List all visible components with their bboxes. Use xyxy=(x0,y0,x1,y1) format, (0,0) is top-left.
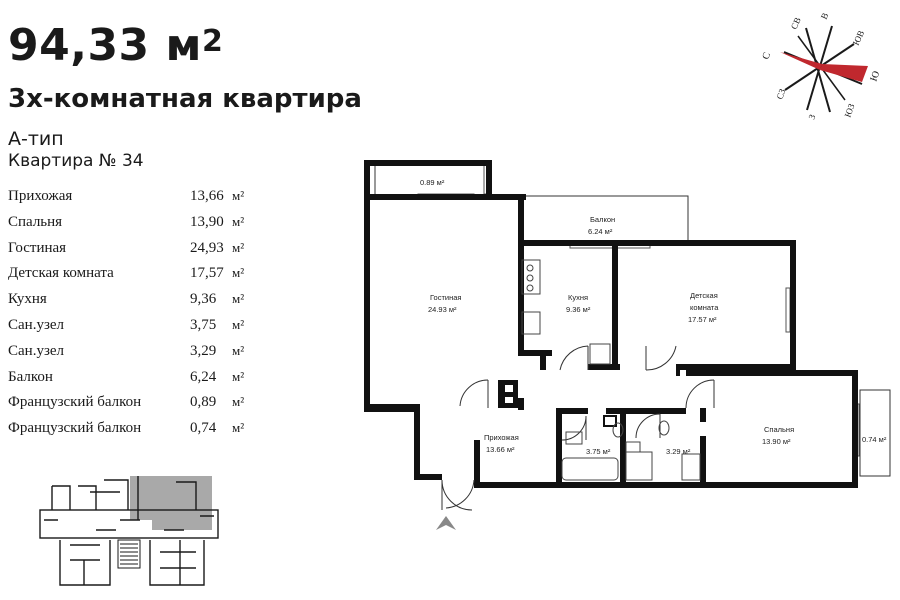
room-name: Детская комната xyxy=(8,265,114,282)
kitchen-fixtures xyxy=(521,259,611,365)
label-bedroom-area: 13.90 м² xyxy=(762,437,791,446)
room-row: Прихожая 13,66 м² xyxy=(8,188,268,214)
room-unit: м² xyxy=(232,342,245,358)
label-kids-name-2: комната xyxy=(690,303,719,312)
room-row: Французский балкон 0,89 м² xyxy=(8,394,268,420)
room-area: 24,93 xyxy=(190,239,224,256)
room-unit: м² xyxy=(232,239,245,255)
room-unit: м² xyxy=(232,213,245,229)
room-row: Сан.узел 3,75 м² xyxy=(8,317,268,343)
label-kitchen-area: 9.36 м² xyxy=(566,305,591,314)
room-unit: м² xyxy=(232,265,245,281)
room-area: 0,89 xyxy=(190,394,217,411)
entrance-arrow-icon xyxy=(436,516,456,530)
room-row: Кухня 9,36 м² xyxy=(8,291,268,317)
label-french-balcony-2: 0.74 м² xyxy=(862,435,887,444)
room-unit: м² xyxy=(232,316,245,332)
apartment-area-title: 94,33 м2 xyxy=(8,18,223,74)
room-name: Французский балкон xyxy=(8,420,142,437)
room-name: Балкон xyxy=(8,368,53,385)
room-row: Спальня 13,90 м² xyxy=(8,214,268,240)
french-balcony-2-outline xyxy=(859,389,891,477)
room-area-list: Прихожая 13,66 м² Спальня 13,90 м² Гостиная 2… xyxy=(8,188,268,446)
label-french-balcony-1: 0.89 м² xyxy=(420,178,445,187)
room-name: Прихожая xyxy=(8,188,73,204)
room-name: Спальня xyxy=(8,213,63,230)
room-name: Сан.узел xyxy=(8,316,65,333)
room-area: 3,29 xyxy=(190,342,217,359)
label-kids-name-1: Детская xyxy=(690,291,718,300)
room-area: 13,66 xyxy=(190,188,224,204)
room-area: 3,75 xyxy=(190,316,217,333)
room-area: 9,36 xyxy=(190,291,217,308)
label-bedroom-name: Спальня xyxy=(764,425,794,434)
room-unit: м² xyxy=(232,368,245,384)
label-balcony-area: 6.24 м² xyxy=(588,227,613,236)
room-unit: м² xyxy=(232,394,245,410)
room-row: Детская комната 17,57 м² xyxy=(8,265,268,291)
label-hall-name: Прихожая xyxy=(484,433,519,442)
room-name: Кухня xyxy=(8,291,47,308)
room-name: Французский балкон xyxy=(8,394,142,411)
room-name: Сан.узел xyxy=(8,342,65,359)
room-row: Балкон 6,24 м² xyxy=(8,369,268,395)
apartment-type: 3х-комнатная квартира xyxy=(8,84,362,114)
room-area: 6,24 xyxy=(190,368,217,385)
room-unit: м² xyxy=(232,188,245,203)
area-unit-superscript: 2 xyxy=(201,24,224,59)
bathroom-fixtures xyxy=(561,420,701,481)
label-hall-area: 13.66 м² xyxy=(486,445,515,454)
room-area: 13,90 xyxy=(190,213,224,230)
label-living-name: Гостиная xyxy=(430,293,461,302)
label-living-area: 24.93 м² xyxy=(428,305,457,314)
layout-type: А-тип xyxy=(8,128,64,150)
label-bath1-area: 3.75 м² xyxy=(586,447,611,456)
room-unit: м² xyxy=(232,291,245,307)
label-kids-area: 17.57 м² xyxy=(688,315,717,324)
area-value: 94,33 м xyxy=(8,20,202,71)
room-row: Сан.узел 3,29 м² xyxy=(8,343,268,369)
plumbing-shafts xyxy=(503,383,617,427)
label-bath2-area: 3.29 м² xyxy=(666,447,691,456)
room-row: Гостиная 24,93 м² xyxy=(8,240,268,266)
room-area: 17,57 xyxy=(190,265,224,282)
room-name: Гостиная xyxy=(8,239,67,256)
label-balcony-name: Балкон xyxy=(590,215,615,224)
room-unit: м² xyxy=(232,420,245,436)
apartment-number: Квартира № 34 xyxy=(8,151,144,171)
room-area: 0,74 xyxy=(190,420,217,437)
label-kitchen-name: Кухня xyxy=(568,293,588,302)
room-row: Французский балкон 0,74 м² xyxy=(8,420,268,446)
